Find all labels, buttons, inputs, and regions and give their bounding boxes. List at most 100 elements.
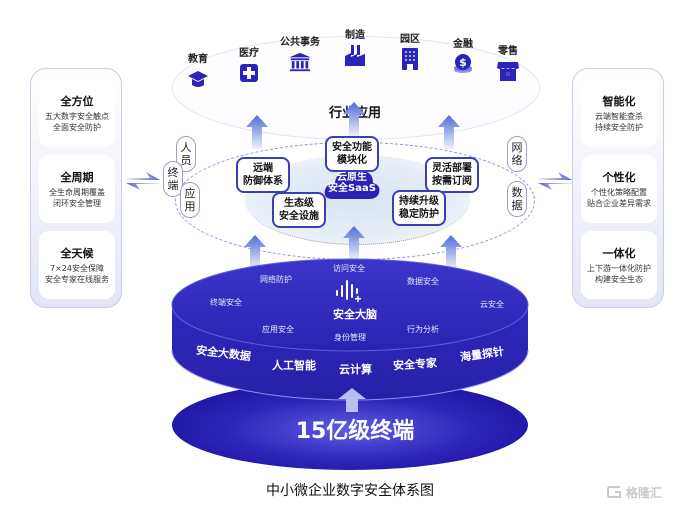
box-line: 远端 (253, 163, 273, 174)
cloud-native-saas-label: 云原生 安全SaaS (323, 172, 381, 194)
watermark: 格隆汇 (607, 482, 683, 502)
capability-label: 行为分析 (407, 325, 439, 334)
box-line: 按需订阅 (432, 176, 472, 187)
figure-caption: 中小微企业数字安全体系图 (266, 483, 434, 499)
industry-public-affairs: 公共事务 (270, 33, 330, 73)
industry-medical: 医疗 (219, 44, 279, 84)
touchpoint-personnel: 人员 (176, 136, 196, 172)
security-brain-title: 安全大脑 (333, 308, 377, 321)
industry-retail: 零售 (478, 42, 538, 82)
government-building-icon (289, 51, 311, 73)
endpoint-scale-label: 15亿级终端 (295, 419, 415, 444)
cloud-label-line: 云原生 (337, 172, 367, 183)
capability-label: 访问安全 (333, 264, 365, 273)
feature-card: 全天候 7×24安全保障 安全专家在线服务 (39, 231, 115, 299)
capability-label: 应用安全 (262, 325, 294, 334)
feature-card: 个性化 个性化策略配置 贴合企业差异需求 (581, 155, 657, 223)
up-arrow-icon (438, 115, 460, 149)
industry-finance: 金融 $ (433, 35, 493, 75)
feature-desc: 全生命周期覆盖 (49, 188, 105, 197)
industry-label: 公共事务 (280, 37, 320, 48)
feature-desc: 全面安全防护 (53, 123, 101, 132)
touchpoint-application: 应用 (180, 182, 200, 218)
feature-desc: 五大数字安全触点 (45, 112, 109, 121)
box-line: 安全功能 (332, 142, 372, 153)
capability-label: 云安全 (480, 300, 504, 309)
pill-text: 终端 (167, 166, 179, 192)
feature-card: 全方位 五大数字安全触点 全面安全防护 (39, 79, 115, 147)
box-line: 稳定防护 (399, 209, 439, 220)
box-line: 灵活部署 (432, 163, 472, 174)
feature-desc: 7×24安全保障 (50, 264, 104, 273)
svg-text:$: $ (459, 56, 467, 69)
feature-desc: 闭环安全管理 (53, 199, 101, 208)
foundation-label: 云计算 (339, 363, 372, 376)
feature-title: 一体化 (602, 247, 636, 260)
coin-dollar-icon: $ (452, 53, 474, 75)
security-brain-disc (171, 258, 529, 470)
disc-top (172, 259, 528, 351)
watermark-text: 格隆汇 (626, 485, 663, 500)
up-arrow-icon (338, 388, 366, 412)
storefront-icon (497, 60, 519, 82)
capability-label: 网络防护 (260, 275, 292, 284)
feature-desc: 个性化策略配置 (591, 188, 647, 197)
up-arrow-icon (343, 226, 365, 260)
touchpoint-network: 网络 (507, 136, 527, 172)
watermark-logo-icon (607, 486, 621, 498)
cloud-icon (324, 167, 380, 199)
industry-label: 制造 (345, 30, 365, 41)
up-arrow-icon (440, 235, 462, 269)
factory-icon (344, 44, 366, 66)
feature-title: 全方位 (60, 95, 94, 108)
box-line: 安全设施 (279, 211, 319, 222)
office-building-icon (399, 48, 421, 70)
feature-desc: 持续安全防护 (595, 123, 643, 132)
pill-text: 应用 (184, 187, 196, 213)
box-line: 生态级 (284, 198, 314, 209)
feature-title: 全周期 (60, 171, 94, 184)
saas-feature-flexible-deploy: 灵活部署 按需订阅 (425, 157, 479, 193)
base-ellipse (172, 380, 528, 470)
foundation-label: 人工智能 (272, 359, 316, 372)
industry-label: 零售 (498, 46, 518, 57)
industry-manufacturing: 制造 (325, 26, 385, 66)
industry-label: 教育 (188, 54, 208, 65)
feature-card: 全周期 全生命周期覆盖 闭环安全管理 (39, 155, 115, 223)
box-line: 防御体系 (243, 176, 283, 187)
touchpoint-endpoint: 终端 (163, 161, 183, 197)
feature-desc: 构建安全生态 (595, 275, 643, 284)
capability-label: 终端安全 (210, 298, 242, 307)
saas-feature-remote-defense: 远端 防御体系 (236, 157, 290, 193)
up-arrow-icon (246, 115, 268, 149)
feature-desc: 安全专家在线服务 (45, 275, 109, 284)
capability-label: 身份管理 (334, 333, 366, 342)
exchange-arrows-icon (538, 172, 572, 190)
industry-label: 医疗 (239, 48, 259, 59)
touchpoint-data: 数据 (507, 181, 527, 217)
right-feature-panel: 智能化 云端智能查杀 持续安全防护 个性化 个性化策略配置 贴合企业差异需求 一… (572, 68, 664, 308)
box-line: 模块化 (337, 155, 367, 166)
up-arrow-icon (343, 102, 365, 136)
medical-cross-icon (238, 62, 260, 84)
cloud-label-line: 安全SaaS (328, 183, 376, 194)
graduation-cap-icon (187, 68, 209, 90)
feature-title: 智能化 (602, 95, 636, 108)
up-arrow-icon (244, 235, 266, 269)
industry-park: 园区 (380, 30, 440, 70)
feature-desc: 贴合企业差异需求 (587, 199, 651, 208)
industry-label: 园区 (400, 34, 420, 45)
pill-text: 网络 (511, 141, 523, 167)
signal-bars-icon (336, 280, 361, 302)
feature-card: 一体化 上下游一体化防护 构建安全生态 (581, 231, 657, 299)
saas-feature-modular: 安全功能 模块化 (325, 136, 379, 172)
industry-education: 教育 (168, 50, 228, 90)
saas-feature-ecosystem: 生态级 安全设施 (272, 192, 326, 228)
exchange-arrows-icon (126, 172, 160, 190)
feature-card: 智能化 云端智能查杀 持续安全防护 (581, 79, 657, 147)
saas-feature-continuous-upgrade: 持续升级 稳定防护 (392, 190, 446, 226)
box-line: 持续升级 (399, 196, 439, 207)
left-feature-panel: 全方位 五大数字安全触点 全面安全防护 全周期 全生命周期覆盖 闭环安全管理 全… (30, 68, 122, 308)
capability-label: 数据安全 (407, 277, 439, 286)
pill-text: 人员 (180, 141, 192, 167)
